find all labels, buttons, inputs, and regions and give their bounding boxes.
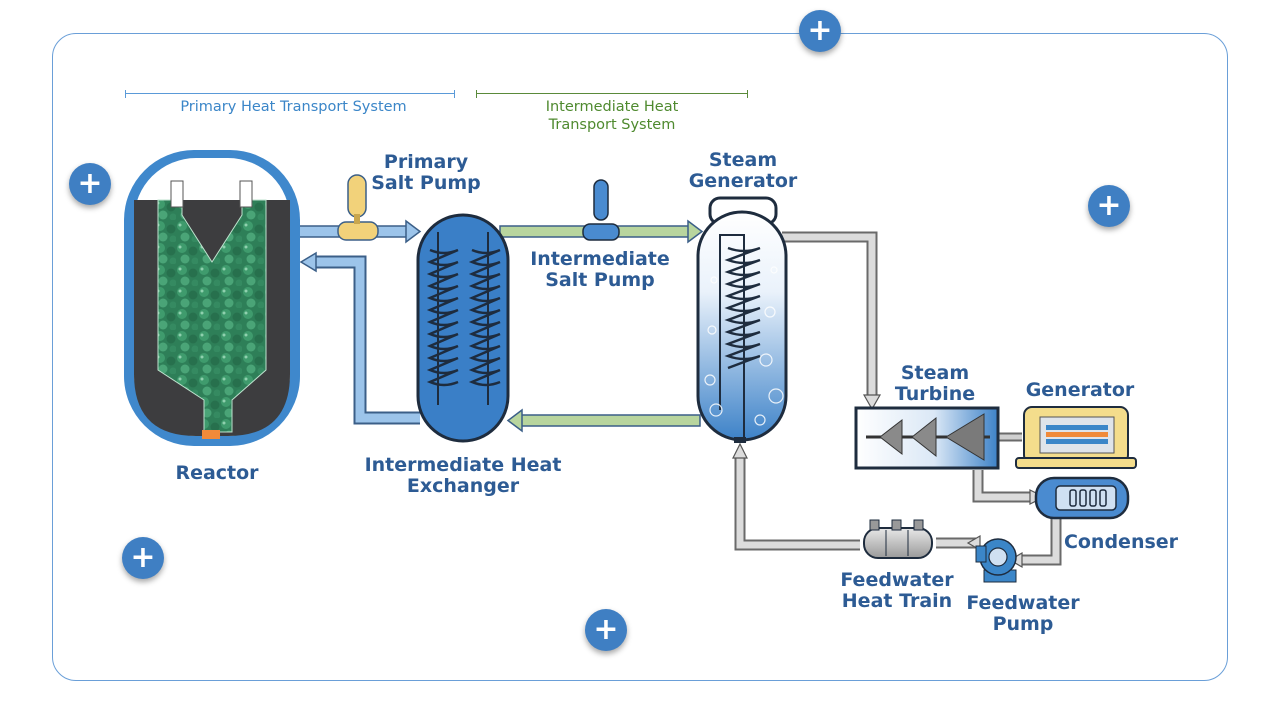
intermediate-salt-pump-label: Intermediate Salt Pump (530, 249, 670, 291)
intermediate-salt-pump-label-1: Intermediate (530, 248, 670, 270)
intermediate-system-label-line1: Intermediate Heat (545, 99, 679, 115)
ihx-label: Intermediate Heat Exchanger (358, 455, 568, 497)
feedwater-heat-train-label-1: Feedwater (840, 569, 954, 591)
steam-turbine-label: Steam Turbine (880, 363, 990, 405)
steam-arrow (862, 394, 882, 411)
condenser-label: Condenser (1063, 531, 1179, 553)
generator (1015, 406, 1137, 469)
hotspot-bottom-left-button[interactable]: + (122, 537, 164, 579)
feedwater-heat-train (863, 519, 933, 559)
steam-pipes (734, 231, 1062, 566)
primary-salt-pump (337, 174, 379, 241)
generator-label: Generator (1025, 379, 1135, 401)
intermediate-system-label-line2: Transport System (548, 117, 676, 133)
steam-turbine (854, 406, 1000, 470)
reactor-label: Reactor (175, 462, 259, 484)
feedwater-return-arrow (732, 442, 748, 459)
steam-generator-label-2: Generator (688, 170, 798, 192)
intermediate-salt-pump-label-2: Salt Pump (545, 269, 655, 291)
feedwater-pump-label-2: Pump (992, 613, 1054, 635)
condenser (1034, 476, 1130, 520)
primary-system-label: Primary Heat Transport System (180, 99, 407, 115)
reactor-vessel (124, 150, 300, 446)
ihx-label-1: Intermediate Heat (364, 454, 562, 476)
intermediate-cold-leg (506, 408, 701, 433)
hotspot-bottom-center-button[interactable]: + (585, 609, 627, 651)
feedwater-heat-train-label-2: Heat Train (841, 590, 953, 612)
ihx-label-2: Exchanger (406, 475, 520, 497)
primary-salt-pump-label: Primary Salt Pump (366, 152, 486, 194)
primary-salt-pump-label-1: Primary (383, 151, 469, 173)
steam-turbine-label-1: Steam (900, 362, 970, 384)
intermediate-heat-exchanger (416, 213, 510, 443)
hotspot-top-button[interactable]: + (799, 10, 841, 52)
feedwater-heat-train-label: Feedwater Heat Train (836, 570, 958, 612)
primary-cold-leg (299, 251, 420, 425)
steam-generator-label: Steam Generator (683, 150, 803, 192)
steam-generator (696, 196, 788, 443)
steam-generator-label-1: Steam (708, 149, 778, 171)
intermediate-salt-pump (582, 179, 620, 241)
intermediate-system-label: Intermediate Heat Transport System (476, 98, 748, 134)
feedwater-pump-label-1: Feedwater (966, 592, 1080, 614)
feedwater-pump (975, 538, 1017, 583)
intermediate-system-bracket (476, 90, 748, 98)
diagram-frame (52, 33, 1228, 681)
hotspot-right-button[interactable]: + (1088, 185, 1130, 227)
primary-salt-pump-label-2: Salt Pump (371, 172, 481, 194)
feedwater-pump-label: Feedwater Pump (962, 593, 1084, 635)
steam-turbine-label-2: Turbine (894, 383, 976, 405)
primary-system-bracket (125, 90, 455, 98)
hotspot-reactor-button[interactable]: + (69, 163, 111, 205)
